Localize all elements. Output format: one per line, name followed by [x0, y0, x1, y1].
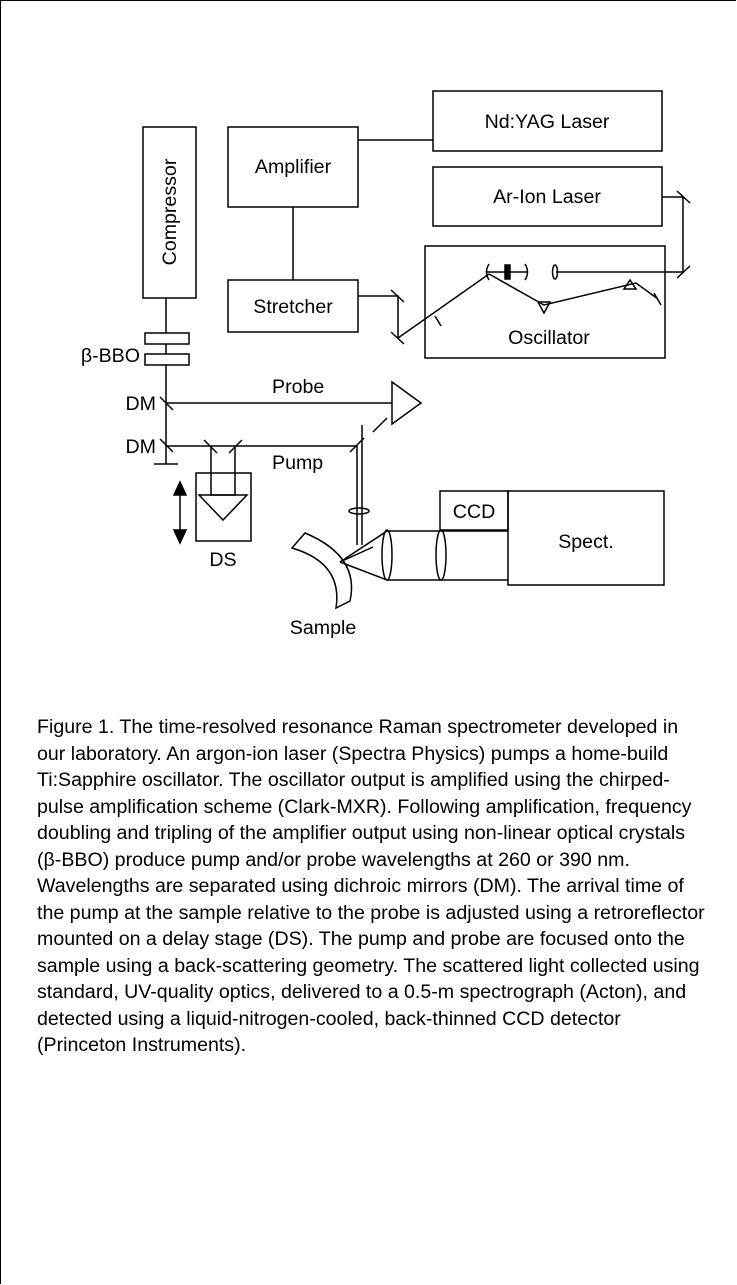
delay-stage-label: DS [209, 549, 236, 571]
spectrograph-box [507, 490, 665, 586]
sample-cell [290, 532, 353, 610]
oscillator-exit-mark [434, 315, 442, 327]
amplifier-label: Amplifier [255, 156, 332, 178]
sample-label: Sample [290, 617, 357, 639]
stretcher-mirror-1 [390, 289, 405, 303]
bbo-crystal-1 [144, 332, 190, 345]
stretcher-mirror-2 [390, 331, 405, 345]
cavity-end-mirror [653, 292, 662, 306]
scatter-ray-upper [339, 530, 508, 563]
ar-ion-mirror-1 [676, 190, 691, 204]
scatter-ray-lower [339, 561, 508, 581]
delay-stage-retroreflector [197, 494, 249, 522]
delay-stage-arrow-head-up [172, 480, 188, 496]
probe-label: Probe [272, 376, 324, 398]
oscillator-label: Oscillator [508, 327, 590, 349]
ccd-box [439, 490, 509, 531]
delay-stage-arrow-head-down [172, 529, 188, 545]
stretcher-label: Stretcher [253, 296, 333, 318]
bbo-crystal-2 [144, 353, 190, 366]
ar-ion-laser-label: Ar-Ion Laser [493, 186, 601, 208]
oscillator-box [424, 245, 666, 359]
ar-ion-mirror-2 [676, 265, 691, 279]
nd-yag-laser-box [432, 90, 663, 152]
compressor-label: Compressor [159, 158, 181, 265]
stretcher-input-beam [358, 295, 399, 338]
figure-caption: Figure 1. The time-resolved resonance Ra… [37, 716, 705, 1056]
compressor-box [142, 126, 197, 299]
cavity-fold-path [488, 273, 659, 306]
pump-fold-mirror [349, 437, 365, 453]
nd-yag-laser-label: Nd:YAG Laser [485, 111, 610, 133]
dichroic-mirror-2-label: DM [126, 436, 156, 458]
raman-spectrometer-diagram: Nd:YAG Laser Ar-Ion Laser Amplifier Comp… [81, 90, 691, 639]
cavity-prism-1 [536, 301, 552, 315]
pump-label: Pump [272, 452, 323, 474]
cavity-prism-2 [622, 278, 638, 290]
collection-lens-2 [435, 529, 447, 581]
ccd-label: CCD [453, 501, 495, 523]
probe-fold-mirror [372, 417, 388, 433]
spectrograph-label: Spect. [558, 531, 614, 553]
delay-stage-beam-path [210, 446, 236, 496]
bbo-label: β-BBO [81, 345, 140, 367]
dichroic-mirror-1-label: DM [126, 393, 156, 415]
collection-lens-1 [381, 529, 393, 581]
ar-ion-beam-path [556, 196, 684, 273]
focusing-lens [348, 507, 370, 515]
scatter-focus-line [339, 546, 374, 563]
delay-stage-box [195, 472, 252, 542]
cavity-lens [551, 264, 559, 280]
probe-retroreflector [391, 380, 423, 426]
cavity-output-beam [397, 273, 490, 339]
